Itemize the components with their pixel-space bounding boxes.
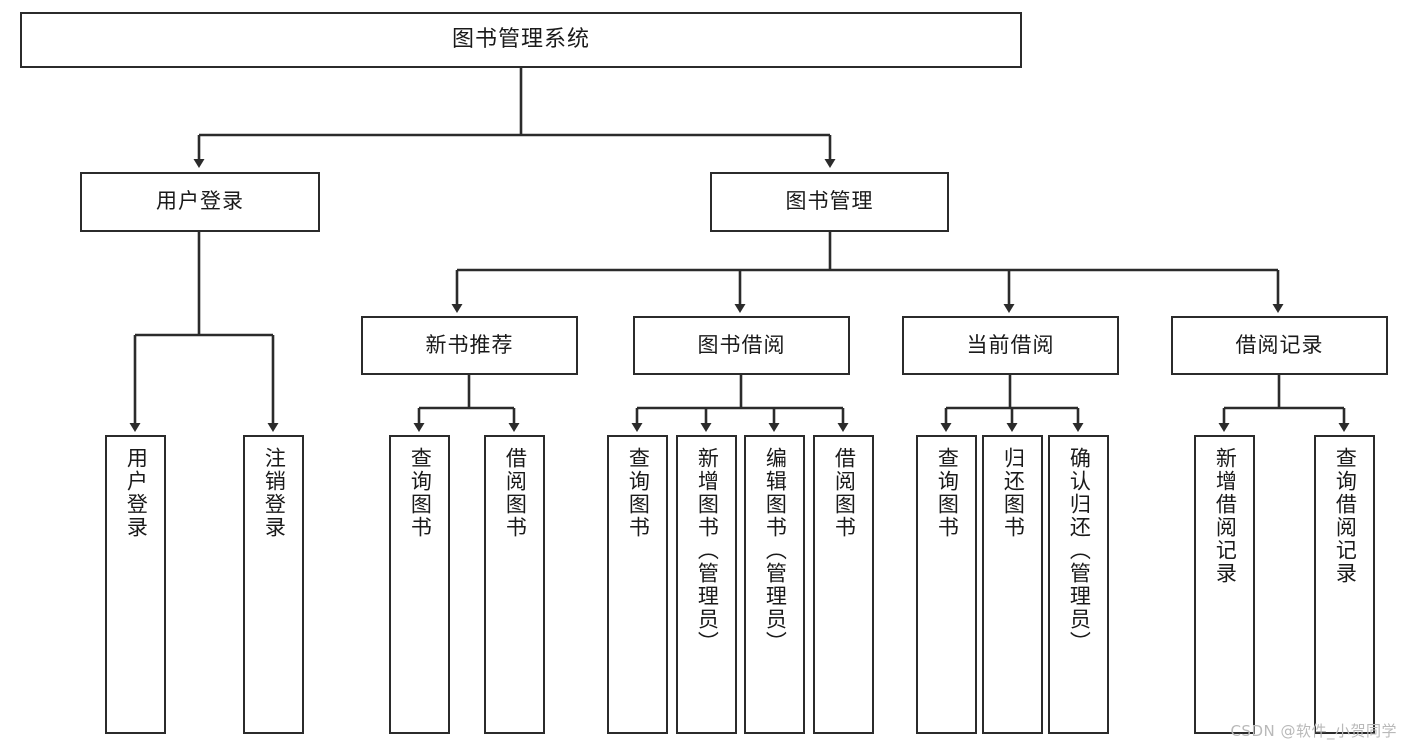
leaf-user-login-login[interactable]: 用户登录	[105, 435, 166, 734]
node-label: 查询图书	[935, 447, 960, 539]
leaf-current-borrow-return-book[interactable]: 归还图书	[982, 435, 1043, 734]
leaf-user-login-logout[interactable]: 注销登录	[243, 435, 304, 734]
node-label: 新书推荐	[425, 332, 514, 357]
leaf-current-borrow-confirm-return-admin[interactable]: 确认归还（管理员）	[1048, 435, 1109, 734]
leaf-book-borrow-edit-book-admin[interactable]: 编辑图书（管理员）	[744, 435, 805, 734]
node-new-book-recommend[interactable]: 新书推荐	[361, 316, 578, 375]
node-label: 注销登录	[262, 447, 287, 539]
node-label: 归还图书	[1001, 447, 1026, 539]
node-label: 确认归还（管理员）	[1067, 447, 1092, 654]
node-label: 查询图书	[626, 447, 651, 539]
node-label: 图书借阅	[697, 332, 786, 357]
leaf-book-borrow-query-book[interactable]: 查询图书	[607, 435, 668, 734]
node-label: 图书管理	[785, 189, 874, 214]
node-current-borrow[interactable]: 当前借阅	[902, 316, 1119, 375]
node-label: 新增图书（管理员）	[695, 447, 720, 654]
node-book-borrow[interactable]: 图书借阅	[633, 316, 850, 375]
node-borrow-record[interactable]: 借阅记录	[1171, 316, 1388, 375]
node-label: 用户登录	[124, 447, 149, 539]
node-label: 借阅图书	[503, 447, 528, 539]
node-label: 用户登录	[156, 189, 244, 214]
node-root-book-management-system[interactable]: 图书管理系统	[20, 12, 1022, 68]
leaf-book-borrow-add-book-admin[interactable]: 新增图书（管理员）	[676, 435, 737, 734]
node-label: 图书管理系统	[451, 26, 590, 52]
node-book-management[interactable]: 图书管理	[710, 172, 949, 232]
leaf-book-borrow-borrow-book[interactable]: 借阅图书	[813, 435, 874, 734]
leaf-borrow-record-add-record[interactable]: 新增借阅记录	[1194, 435, 1255, 734]
node-label: 新增借阅记录	[1213, 447, 1238, 585]
node-label: 编辑图书（管理员）	[763, 447, 788, 654]
leaf-current-borrow-query-book[interactable]: 查询图书	[916, 435, 977, 734]
leaf-borrow-record-query-record[interactable]: 查询借阅记录	[1314, 435, 1375, 734]
node-user-login[interactable]: 用户登录	[80, 172, 320, 232]
node-label: 借阅记录	[1235, 332, 1324, 357]
leaf-new-book-borrow-book[interactable]: 借阅图书	[484, 435, 545, 734]
node-label: 查询借阅记录	[1333, 447, 1358, 585]
node-label: 借阅图书	[832, 447, 857, 539]
node-label: 当前借阅	[966, 332, 1055, 357]
leaf-new-book-query-book[interactable]: 查询图书	[389, 435, 450, 734]
node-label: 查询图书	[408, 447, 433, 539]
watermark: CSDN @软件_小贺同学	[1230, 722, 1397, 740]
